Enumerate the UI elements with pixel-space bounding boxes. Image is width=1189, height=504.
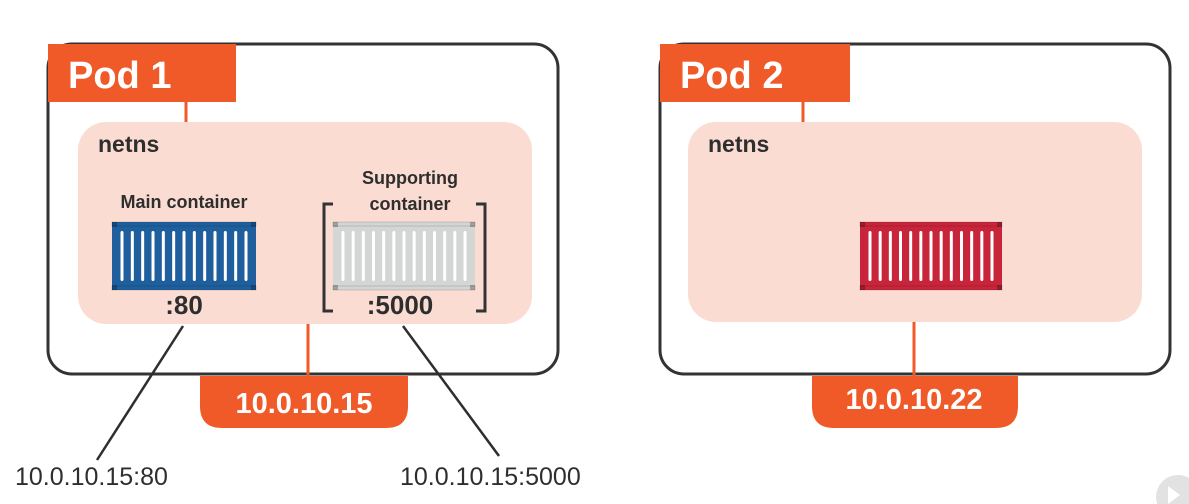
pod-1-title-tab — [48, 44, 236, 102]
supporting-container-label-line-2: container — [369, 194, 450, 214]
pod-1: Pod 1 netns Main container :80 Supportin… — [15, 42, 581, 491]
main-container-label: Main container — [120, 192, 247, 212]
supporting-container-port: :5000 — [367, 290, 434, 320]
pod-2-ip: 10.0.10.22 — [845, 384, 982, 416]
pod-2-netns-label: netns — [708, 131, 769, 157]
pod-2-container-icon — [859, 221, 1003, 291]
pod-2-title: Pod 2 — [680, 55, 783, 97]
supporting-container-icon — [332, 221, 476, 291]
main-endpoint-leader — [95, 325, 185, 461]
supporting-container-endpoint: 10.0.10.15:5000 — [400, 463, 581, 491]
main-container-icon — [111, 221, 257, 291]
pod-2: Pod 2 netns 10.0.10.22 — [658, 42, 1172, 428]
supporting-container-label-line-1: Supporting — [362, 168, 458, 188]
pod-1-ip-badge — [200, 376, 408, 428]
corner-logo-icon — [1156, 475, 1189, 504]
pod-2-ip-badge — [812, 376, 1018, 428]
supporting-endpoint-leader — [401, 325, 501, 457]
supporting-container-left-bracket — [322, 202, 333, 313]
pod-1-title: Pod 1 — [68, 55, 171, 97]
pod-1-ip: 10.0.10.15 — [235, 388, 372, 420]
pod-2-title-tab — [660, 44, 850, 102]
pod-1-netns-label: netns — [98, 131, 159, 157]
main-container-endpoint: 10.0.10.15:80 — [15, 463, 168, 491]
main-container-port: :80 — [165, 290, 203, 320]
supporting-container-right-bracket — [476, 202, 487, 313]
